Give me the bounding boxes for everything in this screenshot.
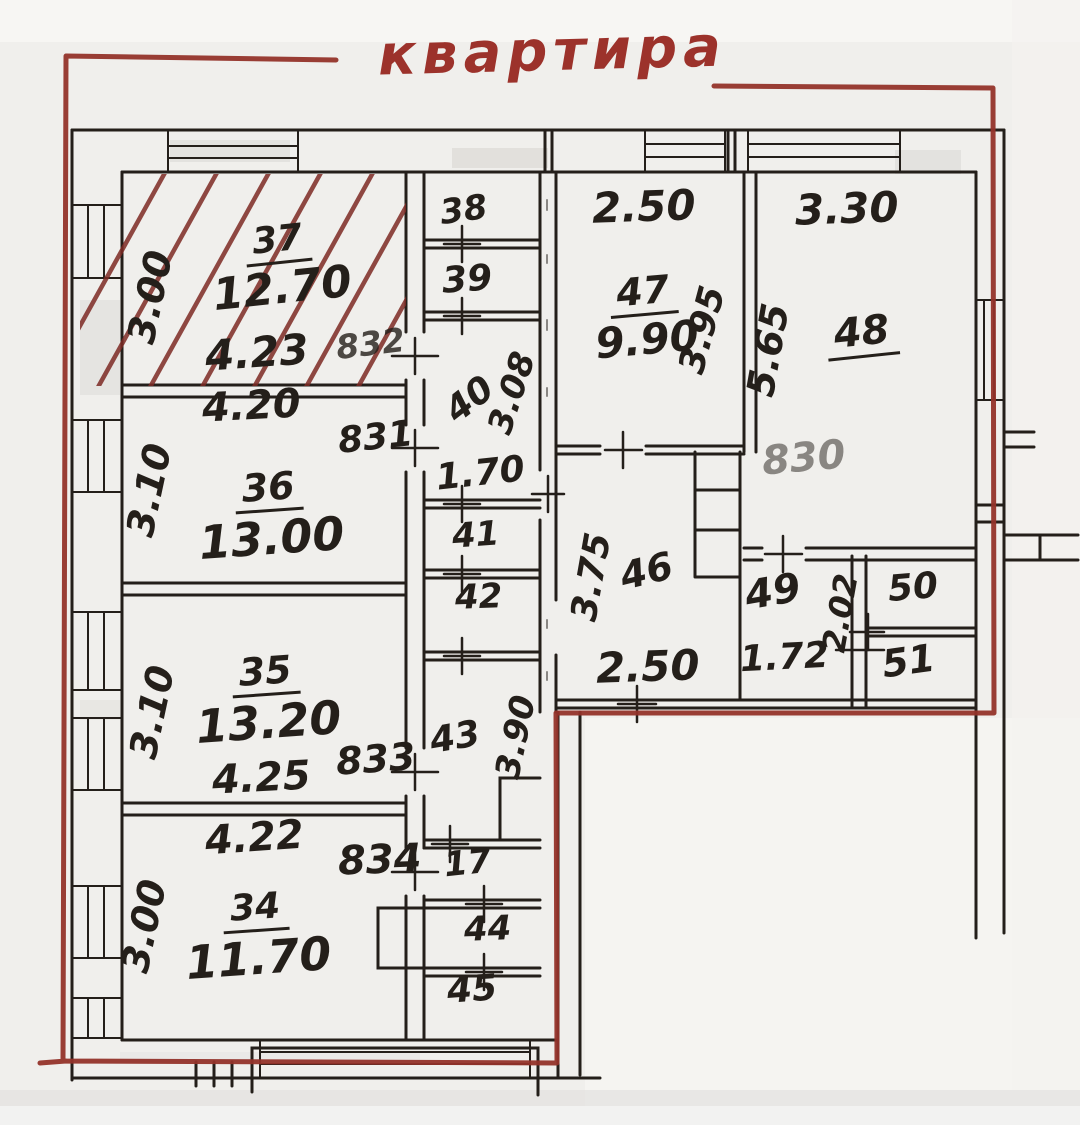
cut-out-region: [585, 718, 1080, 1110]
apartment-boundary: [37, 53, 997, 1066]
room-36-number: 36: [232, 463, 305, 515]
dim-room35-width: 4.25: [210, 752, 312, 804]
dim-room49-width: 1.72: [738, 634, 830, 681]
room-34-number: 34: [220, 885, 290, 935]
room-51-label: 51: [879, 635, 938, 687]
room-49-label: 49: [741, 564, 805, 620]
room-34-label: 34 11.70: [169, 884, 345, 990]
room-47-number: 47: [606, 267, 680, 320]
room-37-label: 37 12.70: [191, 213, 369, 321]
room-35-number: 35: [229, 647, 302, 699]
room-37-hatching: [80, 174, 406, 386]
room-45-label: 45: [445, 967, 499, 1012]
door-mark-833: 833: [334, 734, 417, 784]
room-35-label: 35 13.20: [179, 646, 355, 754]
room-50-label: 50: [886, 564, 940, 611]
room-44-label: 44: [463, 908, 513, 950]
room-36-area: 13.00: [197, 505, 347, 570]
plan-title: квартира: [377, 14, 728, 89]
room-48-label: 48: [823, 306, 900, 362]
room-46-label: 46: [615, 543, 678, 599]
walls: [70, 128, 1080, 1097]
door-mark-832: 832: [333, 319, 408, 368]
room-43-label: 43: [426, 712, 484, 763]
dim-room34-width: 4.22: [203, 811, 306, 865]
room-35-area: 13.20: [194, 689, 344, 754]
door-mark-834: 834: [337, 835, 423, 885]
windows: [72, 130, 1004, 1078]
dim-room47-width: 2.50: [591, 180, 697, 233]
dim-room36-width: 4.20: [200, 380, 302, 432]
dim-room48-width: 3.30: [794, 182, 900, 235]
room-36-label: 36 13.00: [182, 462, 358, 570]
door-mark-831: 831: [336, 413, 416, 462]
dim-hall-width: 2.50: [595, 640, 701, 693]
dim-closet-width: 1.70: [434, 448, 527, 499]
door-mark-830: 830: [760, 431, 848, 485]
room-34-area: 11.70: [184, 925, 334, 990]
dimension-ticks: [390, 224, 886, 992]
room-39-label: 39: [440, 257, 494, 302]
dim-room37-width: 4.23: [203, 324, 311, 381]
room-41-label: 41: [450, 513, 501, 557]
room-38-label: 38: [437, 186, 490, 234]
room-48-number: 48: [823, 306, 900, 362]
room-42-label: 42: [454, 576, 504, 618]
dim-closet17: 17: [442, 840, 494, 886]
